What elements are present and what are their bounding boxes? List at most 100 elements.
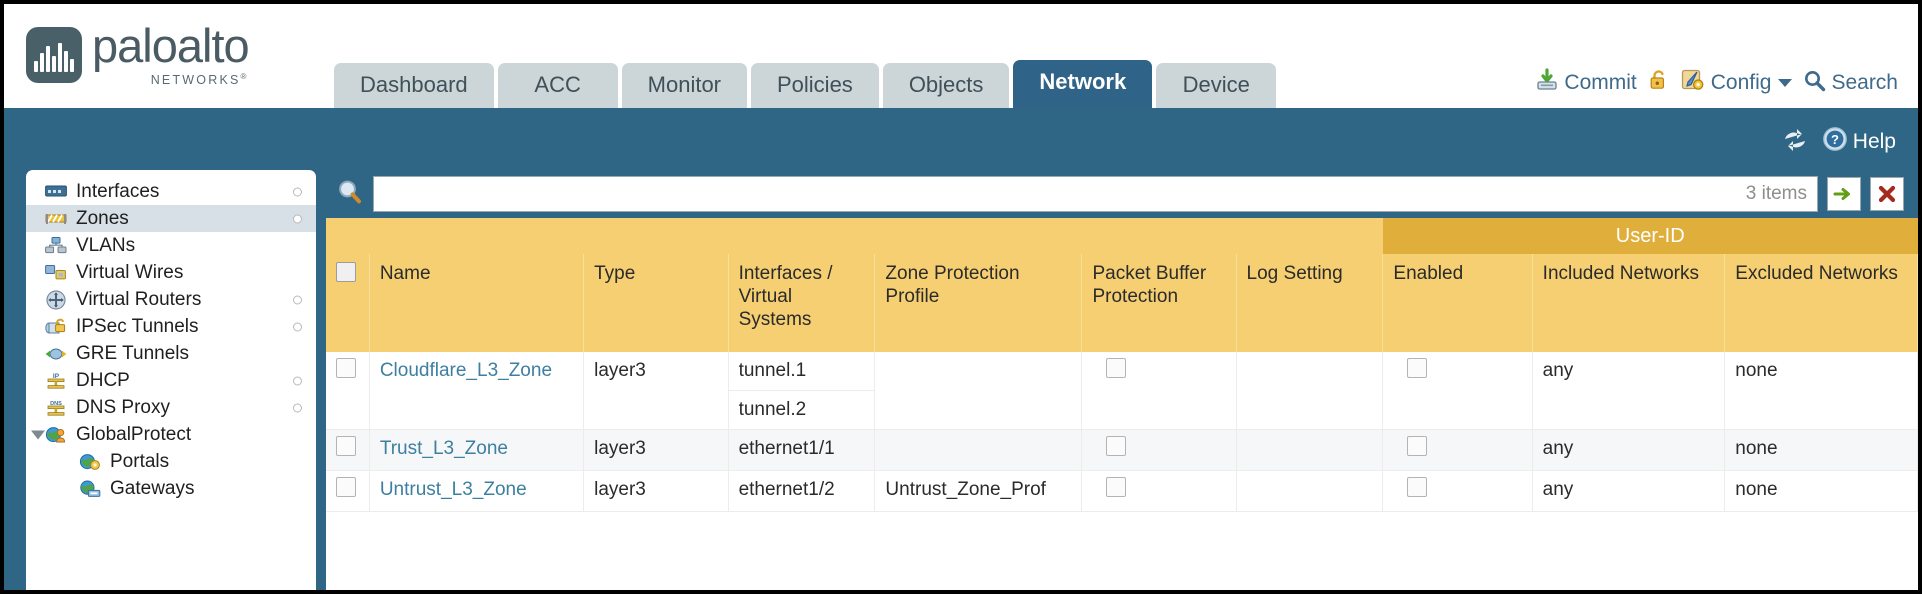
search-icon	[1803, 69, 1826, 98]
sidebar-item-status-dot	[293, 322, 302, 331]
help-question-icon: ?	[1822, 126, 1848, 158]
zone-name-cell: Cloudflare_L3_Zone	[369, 352, 585, 430]
search-label: Search	[1831, 71, 1898, 94]
config-wrench-icon	[1681, 68, 1706, 98]
zone-protection-profile-cell: Untrust_Zone_Prof	[874, 470, 1083, 512]
sidebar-item-label: GRE Tunnels	[76, 342, 189, 364]
column-header-excluded-networks[interactable]: Excluded Networks	[1724, 254, 1918, 352]
zone-protection-profile-cell	[874, 429, 1083, 471]
zone-name-link[interactable]: Untrust_L3_Zone	[379, 479, 527, 500]
select-all-header	[326, 254, 370, 352]
search-icon[interactable]	[336, 178, 364, 211]
column-header-label: Enabled	[1393, 263, 1464, 284]
userid-enabled-checkbox[interactable]	[1407, 358, 1428, 378]
sidebar-item-ipsec-tunnels[interactable]: IPSec Tunnels	[26, 313, 316, 340]
column-header-label: Included Networks	[1542, 263, 1699, 284]
sidebar-item-gre-tunnels[interactable]: GRE Tunnels	[26, 340, 316, 367]
help-label: Help	[1852, 130, 1896, 153]
row-select-checkbox[interactable]	[336, 436, 356, 456]
column-header-enabled[interactable]: Enabled	[1382, 254, 1533, 352]
sidebar-item-globalprotect[interactable]: GlobalProtect	[26, 421, 316, 448]
column-header-packet-buffer-protection[interactable]: Packet Buffer Protection	[1081, 254, 1237, 352]
row-select-cell	[326, 429, 370, 471]
column-header-type[interactable]: Type	[583, 254, 729, 352]
column-header-log-setting[interactable]: Log Setting	[1236, 254, 1384, 352]
group-header-spacer	[326, 218, 1383, 254]
sidebar-item-gateways[interactable]: Gateways	[26, 475, 316, 502]
packet-buffer-protection-checkbox[interactable]	[1106, 436, 1127, 456]
log-setting-cell	[1236, 429, 1384, 471]
svg-text:DNS: DNS	[50, 401, 62, 407]
packet-buffer-protection-checkbox[interactable]	[1106, 477, 1127, 497]
lock-icon[interactable]	[1648, 68, 1670, 98]
zone-type-cell: layer3	[583, 470, 729, 512]
tab-policies[interactable]: Policies	[751, 63, 879, 108]
config-menu[interactable]: Config	[1681, 68, 1793, 98]
select-all-checkbox[interactable]	[336, 262, 356, 282]
interface-entry: tunnel.1	[728, 352, 875, 391]
search-input[interactable]	[384, 182, 1738, 206]
sidebar-item-portals[interactable]: Portals	[26, 448, 316, 475]
userid-enabled-cell	[1382, 352, 1533, 430]
apply-filter-button[interactable]	[1827, 177, 1861, 211]
sidebar-item-label: Portals	[110, 450, 170, 472]
zones-icon	[44, 209, 68, 228]
tab-device[interactable]: Device	[1156, 63, 1277, 108]
userid-enabled-checkbox[interactable]	[1407, 436, 1428, 456]
sidebar-item-label: Virtual Routers	[76, 288, 202, 310]
tab-monitor[interactable]: Monitor	[621, 63, 747, 108]
tab-objects[interactable]: Objects	[882, 63, 1010, 108]
refresh-icon[interactable]	[1781, 127, 1809, 158]
search-field[interactable]: 3 items	[373, 176, 1818, 212]
included-networks-cell: any	[1532, 470, 1726, 512]
svg-text:IP: IP	[53, 373, 60, 380]
clear-filter-button[interactable]	[1870, 177, 1904, 211]
tab-label: ACC	[534, 72, 581, 97]
tab-acc[interactable]: ACC	[497, 63, 618, 108]
ipsec-tunnels-icon	[44, 317, 68, 336]
userid-enabled-checkbox[interactable]	[1407, 477, 1428, 497]
header-actions: Commit Config	[1535, 68, 1898, 98]
column-header-zone-protection-profile[interactable]: Zone Protection Profile	[874, 254, 1083, 352]
search-button[interactable]: Search	[1803, 69, 1898, 98]
tab-label: Network	[1039, 69, 1127, 94]
sidebar-item-virtual-routers[interactable]: Virtual Routers	[26, 286, 316, 313]
tab-dashboard[interactable]: Dashboard	[334, 63, 494, 108]
sidebar-item-zones[interactable]: Zones	[26, 205, 316, 232]
interfaces-cell: ethernet1/1	[728, 429, 876, 471]
zone-name-link[interactable]: Cloudflare_L3_Zone	[379, 360, 553, 381]
tab-network[interactable]: Network	[1013, 60, 1153, 108]
help-link[interactable]: ? Help	[1822, 126, 1896, 158]
sidebar-item-interfaces[interactable]: Interfaces	[26, 178, 316, 205]
svg-text:?: ?	[1831, 132, 1839, 147]
zone-name-cell: Untrust_L3_Zone	[369, 470, 585, 512]
sidebar-item-vlans[interactable]: VLANs	[26, 232, 316, 259]
packet-buffer-protection-checkbox[interactable]	[1106, 358, 1127, 378]
commit-button[interactable]: Commit	[1535, 68, 1637, 98]
column-header-interfaces-virtual-systems[interactable]: Interfaces / Virtual Systems	[728, 254, 876, 352]
virtual-wires-icon	[44, 263, 68, 282]
tab-label: Dashboard	[360, 72, 468, 97]
zone-name-link[interactable]: Trust_L3_Zone	[379, 438, 508, 459]
sidebar-item-virtual-wires[interactable]: Virtual Wires	[26, 259, 316, 286]
column-header-name[interactable]: Name	[369, 254, 585, 352]
row-select-checkbox[interactable]	[336, 358, 356, 378]
sidebar-item-label: IPSec Tunnels	[76, 315, 199, 337]
interface-entry: tunnel.2	[738, 399, 807, 420]
row-select-checkbox[interactable]	[336, 477, 356, 497]
userid-enabled-cell	[1382, 470, 1533, 512]
expander-triangle-down-icon[interactable]	[31, 430, 45, 439]
column-header-included-networks[interactable]: Included Networks	[1532, 254, 1726, 352]
brand-logo: paloalto NETWORKS®	[26, 22, 250, 87]
